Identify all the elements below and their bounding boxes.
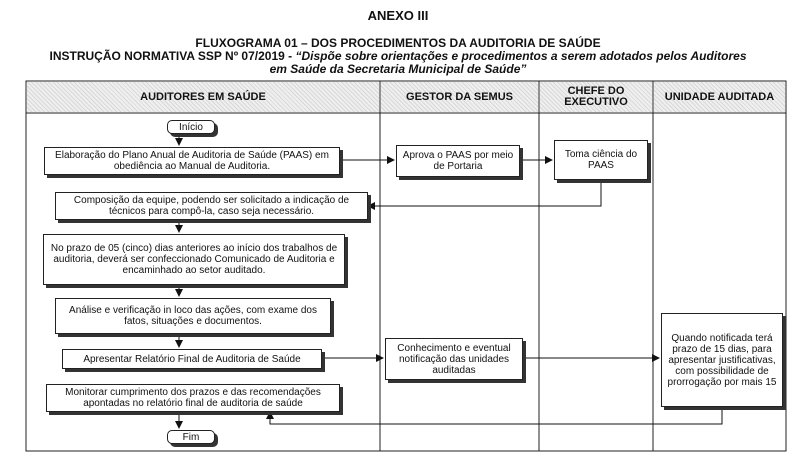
instruction-prefix: INSTRUÇÃO NORMATIVA SSP Nº 07/2019 - (49, 49, 296, 63)
instruction-line1: “Dispõe sobre orientações e procedimento… (295, 49, 747, 63)
instruction-line2: em Saúde da Secretaria Municipal de Saúd… (269, 62, 527, 76)
step-report: Apresentar Relatório Final de Auditoria … (62, 349, 322, 369)
lane-header-auditors: AUDITORES EM SAÚDE (27, 82, 379, 112)
annex-title: ANEXO III (367, 8, 429, 23)
start-node: Início (167, 120, 215, 134)
lane-header-chefe: CHEFE DO EXECUTIVO (540, 82, 652, 112)
step-plan: Elaboração do Plano Anual de Auditoria d… (44, 147, 340, 175)
step-knowledge: Conhecimento e eventual notificação das … (385, 338, 523, 380)
end-node: Fim (167, 430, 215, 444)
step-notified: Quando notificada terá prazo de 15 dias,… (661, 313, 783, 407)
step-team: Composição da equipe, podendo ser solici… (55, 192, 368, 220)
lane-header-gestor: GESTOR DA SEMUS (381, 82, 538, 112)
step-aware: Toma ciência do PAAS (554, 140, 648, 180)
step-notice: No prazo de 05 (cinco) dias anteriores a… (43, 234, 345, 285)
flowchart-title: FLUXOGRAMA 01 – DOS PROCEDIMENTOS DA AUD… (195, 36, 601, 50)
instruction-title: INSTRUÇÃO NORMATIVA SSP Nº 07/2019 - “Di… (0, 50, 796, 76)
step-analysis: Análise e verificação in loco das ações,… (55, 298, 331, 334)
step-monitor: Monitorar cumprimento dos prazos e das r… (46, 384, 340, 412)
step-approve: Aprova o PAAS por meio de Portaria (396, 145, 520, 177)
lane-header-unidade: UNIDADE AUDITADA (654, 82, 785, 112)
